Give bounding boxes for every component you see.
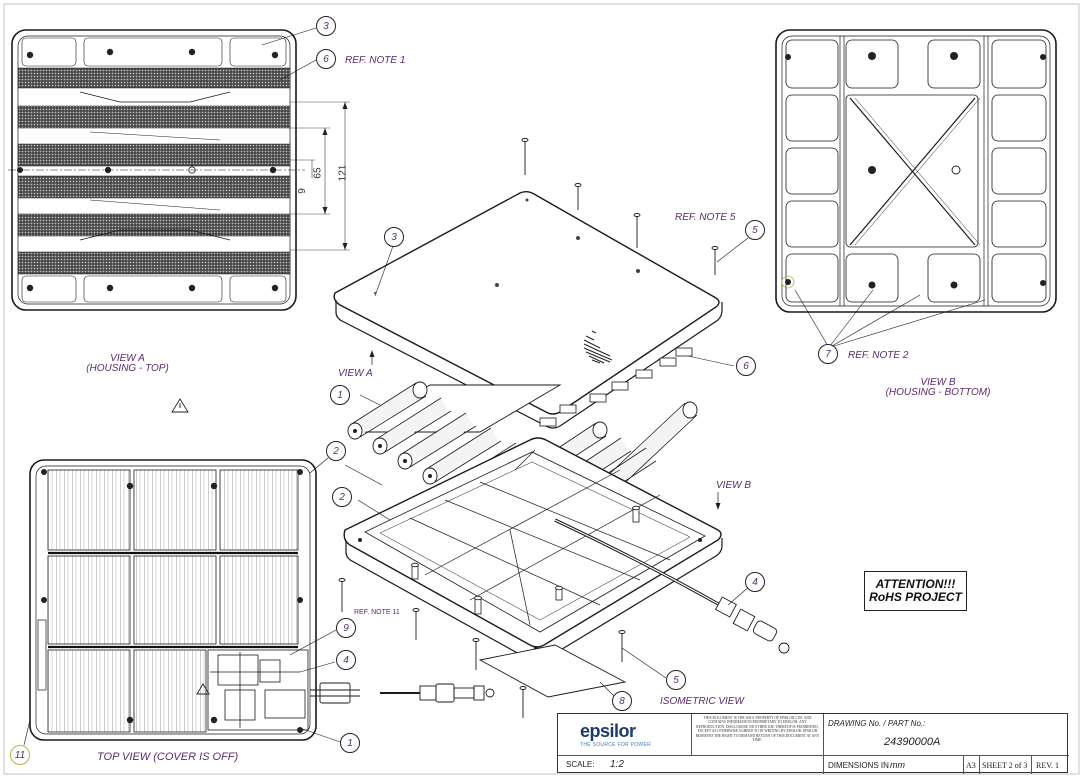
balloon-8-label: 8 [612, 691, 632, 711]
top-view-title: TOP VIEW (COVER IS OFF) [97, 751, 239, 763]
view-a-arrow-label: VIEW A [338, 368, 373, 379]
balloon-2-base: 2 [332, 487, 352, 507]
title-block: epsilor THE SOURCE FOR POWER THIS DOCUME… [557, 713, 1069, 774]
balloon-4-topview: 4 [336, 650, 356, 670]
dimension-121: 121 [337, 164, 349, 182]
view-b-arrow-label: VIEW B [716, 480, 752, 491]
view-b-title: VIEW B [920, 377, 956, 388]
attention-line-2: RoHS PROJECT [869, 590, 962, 604]
ref-note-5: REF. NOTE 5 [675, 212, 736, 223]
ref-note-2: REF. NOTE 2 [848, 350, 909, 361]
revision: REV. 1 [1036, 761, 1059, 770]
proprietary-notice: THIS DOCUMENT IS THE SOLE PROPERTY OF EP… [692, 714, 824, 756]
balloon-9: 9 [336, 618, 356, 638]
company-logo: epsilor THE SOURCE FOR POWER [558, 714, 692, 756]
balloon-6-vent: 6 [736, 356, 756, 376]
view-b-subtitle: (HOUSING - BOTTOM) [885, 387, 991, 398]
view-a-subtitle: (HOUSING - TOP) [86, 363, 169, 374]
company-name: epsilor [580, 721, 636, 741]
isometric-housing-base [338, 350, 790, 718]
ref-note-1: REF. NOTE 1 [345, 55, 406, 66]
drawing-number-label: DRAWING No. / PART No.: [828, 719, 926, 728]
balloon-3-cover: 3 [384, 227, 404, 247]
sheet-size: A3 [966, 761, 976, 770]
top-view-cover-off [23, 457, 495, 746]
balloon-4-connector: 4 [745, 572, 765, 592]
rev-cell: REV. 1 [1032, 756, 1069, 774]
rohs-attention-box: ATTENTION!!! RoHS PROJECT [864, 571, 967, 611]
dimension-65: 65 [312, 167, 324, 179]
balloon-5-screw: 5 [745, 220, 765, 240]
balloon-5-base: 5 [666, 670, 686, 690]
warning-triangle-icon [171, 398, 210, 695]
dimension-9: 9 [296, 188, 308, 194]
company-tagline: THE SOURCE FOR POWER [580, 742, 652, 748]
balloon-6-top: 6 [316, 49, 336, 69]
scale-value: 1:2 [610, 759, 624, 770]
view-a-title: VIEW A [110, 353, 145, 364]
sheet-number: SHEET 2 of 3 [982, 761, 1028, 770]
attention-line-1: ATTENTION!!! [875, 576, 956, 591]
scale-label: SCALE: [566, 760, 595, 769]
sheet-cell: SHEET 2 of 3 [980, 756, 1032, 774]
isometric-battery-cells [347, 347, 735, 526]
balloon-11: 11 [10, 745, 30, 765]
balloon-7-feet: 7 [818, 344, 838, 364]
isometric-view-title: ISOMETRIC VIEW [660, 696, 744, 707]
size-cell: A3 [964, 756, 980, 774]
ref-note-11: REF. NOTE 11 [354, 609, 400, 616]
balloon-3-top: 3 [316, 16, 336, 36]
view-a-housing-top [8, 27, 350, 311]
isometric-cover [333, 138, 749, 429]
balloon-2-housing: 2 [326, 441, 346, 461]
units-cell: DIMENSIONS IN mm [824, 756, 964, 774]
drawing-number-cell: DRAWING No. / PART No.: 24390000A [824, 714, 1069, 756]
drawing-number: 24390000A [884, 736, 941, 748]
dimensions-label: DIMENSIONS IN [828, 761, 889, 770]
dimensions-unit: mm [890, 760, 905, 770]
balloon-1-topview: 1 [340, 733, 360, 753]
view-b-housing-bottom [775, 29, 1057, 347]
scale-cell: SCALE: 1:2 [558, 756, 824, 774]
balloon-1-cells: 1 [330, 385, 350, 405]
